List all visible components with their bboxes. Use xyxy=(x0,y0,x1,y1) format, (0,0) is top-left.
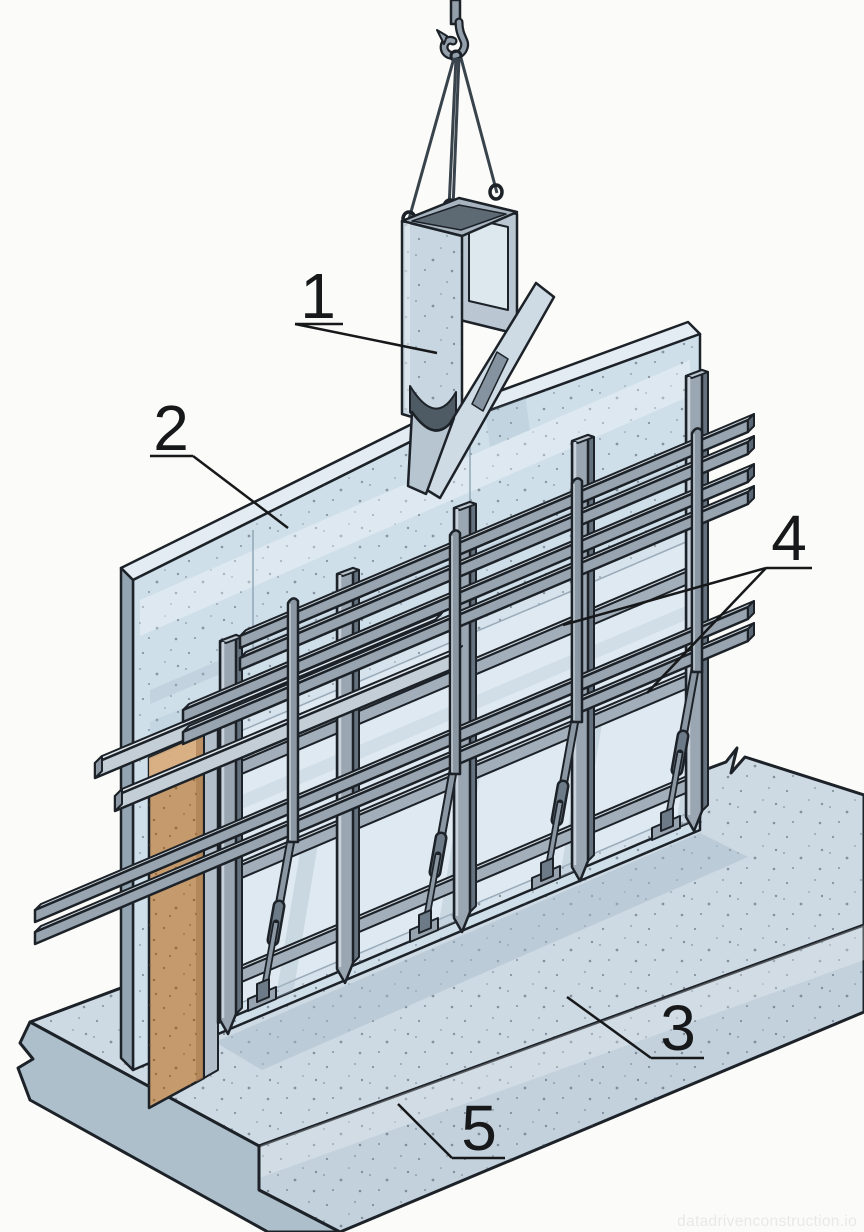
leader-2 xyxy=(150,454,289,529)
brace-unit xyxy=(531,477,584,891)
leader-5 xyxy=(397,1103,505,1160)
back-panel-left-edge xyxy=(119,566,135,1072)
brace-unit xyxy=(651,427,704,841)
callout-1: 1 xyxy=(300,260,336,332)
core-top-light xyxy=(149,734,204,778)
callout-5: 5 xyxy=(461,1092,497,1164)
bucket-speckle xyxy=(402,221,462,432)
front-formwork xyxy=(33,368,755,1036)
leader-4 xyxy=(562,566,812,694)
wall-shadow-on-slab xyxy=(215,833,748,1070)
slab-front-speckle xyxy=(259,925,864,1232)
core-edge-shade xyxy=(196,734,204,1082)
hook-tip xyxy=(436,29,448,45)
brace-unit xyxy=(247,597,300,1012)
callout-3: 3 xyxy=(660,992,696,1064)
posts-and-braces xyxy=(247,427,704,1012)
lug-right xyxy=(488,183,504,201)
crane-hook-icon xyxy=(441,19,467,58)
bucket-highlight xyxy=(405,223,410,412)
chute-slot xyxy=(471,351,509,412)
leader-3 xyxy=(566,995,704,1060)
lifting-cables xyxy=(407,57,499,220)
bucket-back-window xyxy=(468,217,509,311)
brace-unit xyxy=(409,529,462,943)
crane-bucket-assembly xyxy=(400,0,556,500)
callout-2: 2 xyxy=(153,392,189,464)
callout-numbers: 1 2 3 4 5 xyxy=(153,260,807,1164)
slab-left-break-face xyxy=(16,1020,342,1232)
leader-1 xyxy=(294,322,438,355)
bucket-opening xyxy=(411,204,507,231)
chute-spout xyxy=(406,410,456,496)
front-panel-edge-strip xyxy=(203,726,219,1079)
watermark-text: datadrivenconstruction.io xyxy=(677,1213,857,1230)
callout-4: 4 xyxy=(771,502,807,574)
waler-pair-top xyxy=(238,413,755,672)
core-speckle xyxy=(149,734,204,1108)
waler-pair-middle xyxy=(181,463,755,746)
callout-leaders xyxy=(150,322,812,1160)
